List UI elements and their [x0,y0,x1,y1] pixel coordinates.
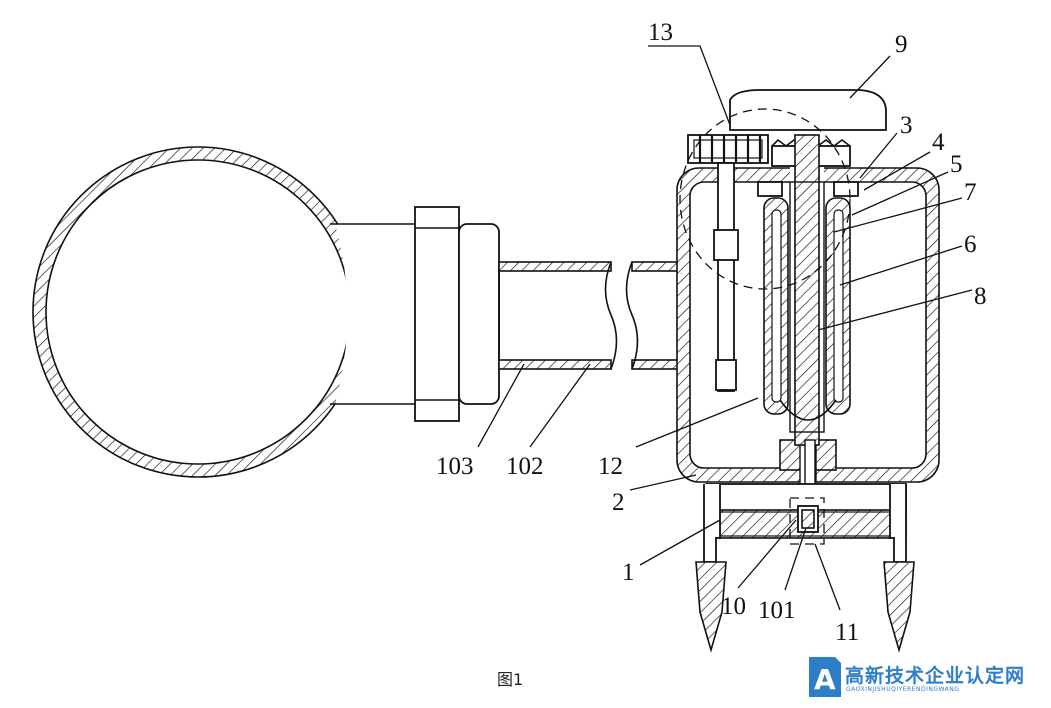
site-watermark: A 高新技术企业认定网 GAOXINJISHUQIYERENDINGWANG [805,655,1045,700]
detail-circle [679,108,851,290]
large-pipe-ring [32,146,364,478]
watermark-logo-icon: A [809,657,841,697]
watermark-title: 高新技术企业认定网 [845,665,1026,687]
part-labels: 13 9 3 4 5 7 6 8 12 2 1 10 101 11 103 10… [436,19,987,646]
label-9: 9 [895,31,908,58]
label-13: 13 [648,19,673,46]
top-knob [729,89,887,131]
label-8: 8 [974,283,987,310]
label-7: 7 [964,179,977,206]
collar-nut [414,206,500,422]
label-101: 101 [758,597,796,624]
label-3: 3 [900,112,913,139]
figure-caption: 图1 [497,670,523,689]
label-6: 6 [964,231,977,258]
bottom-clamp [695,483,915,653]
label-103: 103 [436,453,474,480]
leader-lines [477,45,973,611]
gear-left [687,134,769,164]
connecting-tube [498,261,683,370]
label-4: 4 [932,129,945,156]
inner-sleeves [757,181,859,421]
label-2: 2 [612,489,625,516]
watermark-subtitle: GAOXINJISHUQIYERENDINGWANG [846,686,960,693]
left-rod [713,162,739,392]
label-10: 10 [721,593,746,620]
pipe-neck [330,223,415,405]
label-1: 1 [622,559,635,586]
label-12: 12 [598,453,623,480]
label-5: 5 [950,151,963,178]
label-11: 11 [835,619,859,646]
label-102: 102 [506,453,544,480]
watermark-logo-letter: A [814,663,836,696]
